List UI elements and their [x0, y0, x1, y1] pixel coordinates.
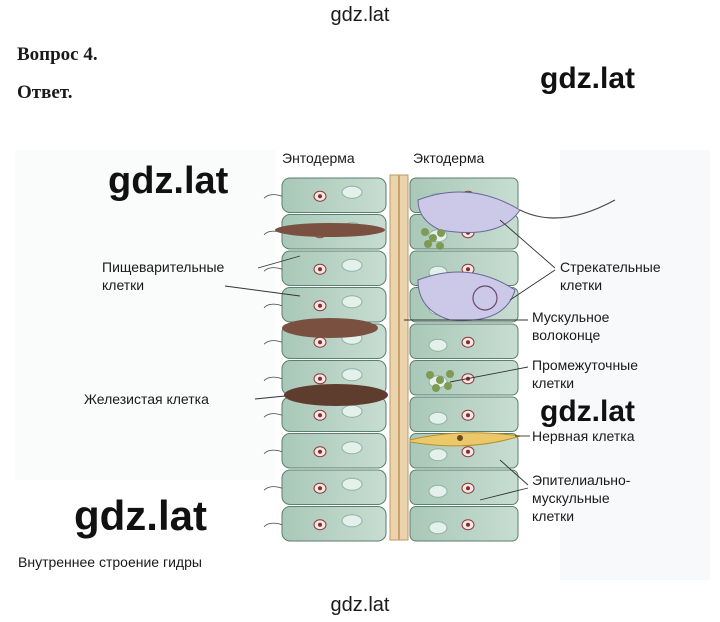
intermediate-cells — [421, 228, 454, 392]
nucleolus — [318, 303, 322, 308]
endoderm-header: Энтодерма — [282, 150, 355, 166]
flagellum — [263, 194, 283, 199]
vacuole — [428, 338, 448, 352]
label-intermediate-line2: клетки — [532, 375, 574, 391]
label-epithelial-line2: мускульные — [532, 490, 610, 506]
vacuole — [341, 441, 363, 455]
nucleolus — [318, 340, 322, 345]
label-epithelial-line1: Эпителиально- — [532, 472, 631, 488]
endoderm-cell — [281, 250, 387, 286]
nucleolus — [318, 194, 322, 199]
nucleolus — [466, 267, 470, 272]
flagellum — [263, 413, 283, 418]
vacuole — [341, 258, 363, 272]
label-stinging-line1: Стрекательные — [560, 259, 661, 275]
endoderm-cell — [281, 506, 387, 542]
label-epithelial-line3: клетки — [532, 508, 574, 524]
flagellum — [263, 522, 283, 528]
watermark-right-2: gdz.lat — [540, 395, 635, 428]
stinging-thread — [519, 199, 616, 219]
nucleolus — [466, 340, 470, 345]
flagellum — [263, 486, 283, 491]
nucleolus — [466, 449, 470, 454]
question-heading: Вопрос 4. — [17, 44, 98, 65]
nucleolus — [466, 413, 470, 418]
vacuole — [428, 448, 448, 462]
vacuole — [428, 521, 448, 535]
vacuole — [341, 477, 363, 491]
nucleolus — [318, 267, 322, 272]
vacuole — [341, 368, 363, 382]
vacuole — [341, 185, 363, 199]
nucleolus — [318, 522, 322, 527]
figure-caption: Внутреннее строение гидры — [18, 554, 202, 570]
nerve-cell-nucleus — [457, 435, 463, 441]
label-nerve: Нервная клетка — [532, 428, 635, 444]
watermark-left-1: gdz.lat — [108, 160, 229, 202]
label-digestive-line2: клетки — [102, 277, 144, 293]
endoderm-cell — [281, 433, 387, 469]
nucleolus — [318, 486, 322, 491]
watermark-right-1: gdz.lat — [540, 62, 635, 95]
watermark-left-2: gdz.lat — [74, 492, 207, 539]
nucleolus — [318, 376, 322, 381]
glandular-cell-top — [275, 223, 385, 237]
watermark-top: gdz.lat — [330, 4, 390, 26]
watermark-bottom: gdz.lat — [330, 594, 390, 616]
vacuole — [341, 404, 363, 418]
glandular-cell-middle — [282, 318, 378, 338]
vacuole — [341, 514, 363, 528]
flagellum — [263, 449, 283, 455]
label-muscle-line1: Мускульное — [532, 309, 610, 325]
label-glandular: Железистая клетка — [84, 391, 209, 407]
stinging-capsule — [472, 285, 498, 311]
flagellum — [263, 303, 283, 309]
answer-heading: Ответ. — [17, 82, 73, 103]
label-digestive-line1: Пищеварительные — [102, 259, 225, 275]
background-faded-page — [15, 150, 710, 580]
label-muscle-line2: волоконце — [532, 327, 601, 343]
nucleolus — [466, 522, 470, 527]
vacuole — [341, 295, 363, 309]
label-intermediate-line1: Промежуточные — [532, 357, 638, 373]
nucleolus — [318, 413, 322, 418]
glandular-cell — [284, 384, 388, 406]
hydra-structure-figure: Энтодерма Эктодерма Пищеварительные клет… — [15, 150, 710, 580]
vacuole — [428, 411, 448, 425]
endoderm-cell — [281, 469, 387, 505]
nucleolus — [318, 449, 322, 454]
label-stinging-line2: клетки — [560, 277, 602, 293]
vacuole — [428, 484, 448, 498]
nucleolus — [466, 486, 470, 491]
flagellum — [263, 376, 283, 382]
endoderm-cell — [281, 177, 387, 213]
endoderm-cell — [281, 287, 387, 323]
flagellum — [263, 267, 283, 272]
ectoderm-header: Эктодерма — [413, 150, 484, 166]
flagellum — [263, 340, 283, 345]
leader-lines — [224, 219, 556, 501]
stinging-cell-1 — [417, 191, 521, 233]
